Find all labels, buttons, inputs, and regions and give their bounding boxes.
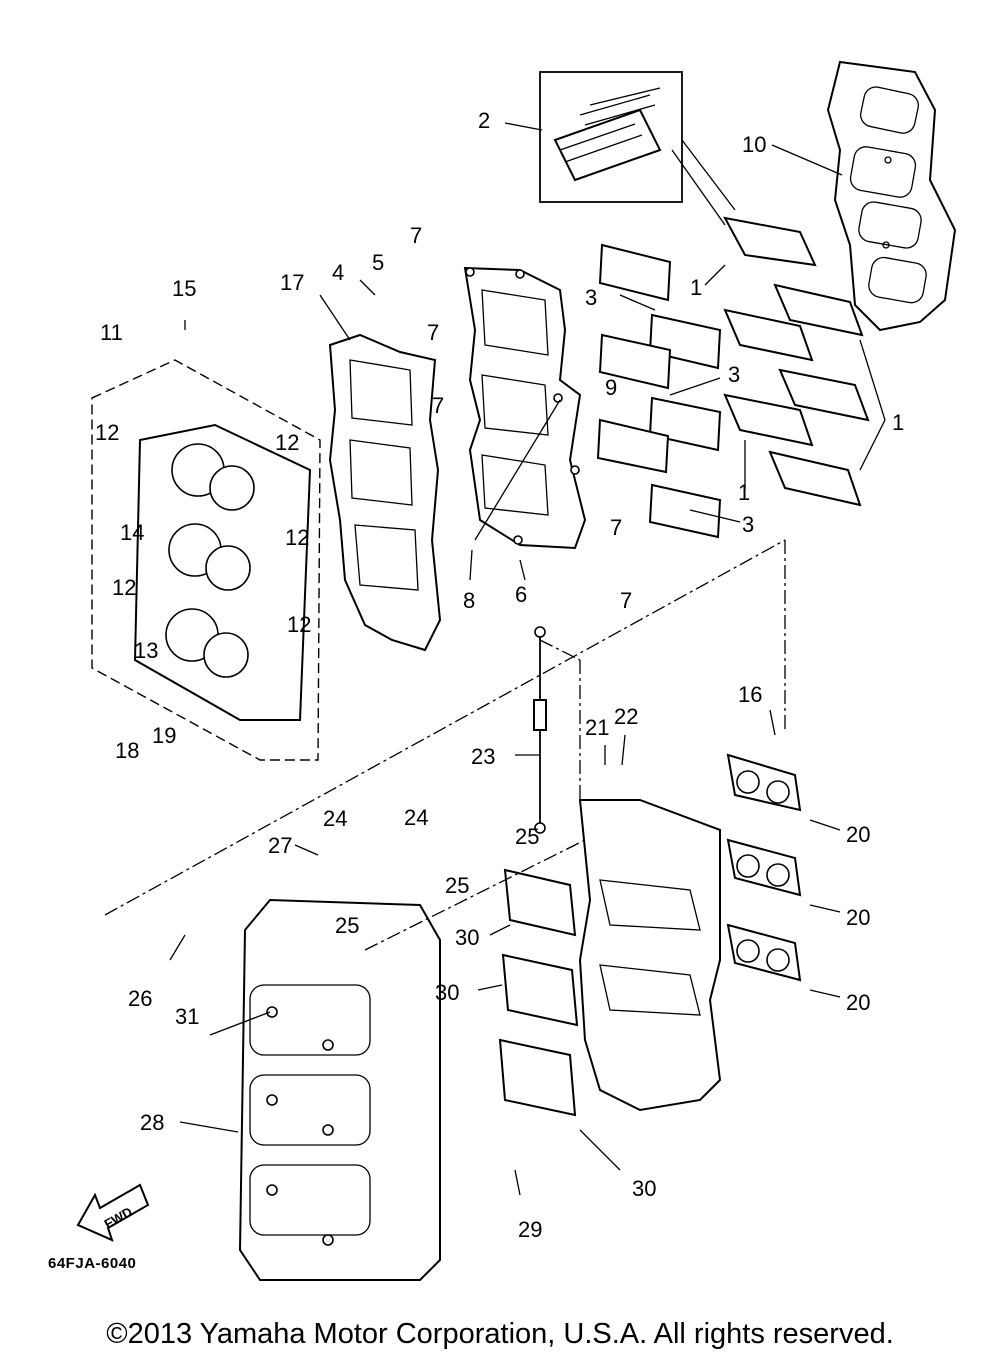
callout-21: 21 [585, 715, 609, 740]
callout-12b: 12 [275, 430, 299, 455]
reed-valve-assemblies [723, 216, 870, 507]
callout-18: 18 [115, 738, 139, 763]
carburetor-assembly [578, 799, 722, 1112]
callout-7e: 7 [620, 588, 632, 613]
callout-30a: 30 [455, 925, 479, 950]
callout-13: 13 [134, 638, 158, 663]
callout-20b: 20 [846, 905, 870, 930]
callout-7b: 7 [427, 320, 439, 345]
callout-27: 27 [268, 833, 292, 858]
callout-20a: 20 [846, 822, 870, 847]
callout-16: 16 [738, 682, 762, 707]
callout-25a: 25 [515, 824, 539, 849]
gaskets-20 [726, 753, 802, 982]
callout-2: 2 [478, 108, 490, 133]
callout-9: 9 [605, 375, 617, 400]
callout-8: 8 [463, 588, 475, 613]
gasket-10 [826, 60, 957, 332]
callout-3c: 3 [742, 512, 754, 537]
callout-26: 26 [128, 986, 152, 1011]
callout-4: 4 [332, 260, 344, 285]
callout-29: 29 [518, 1217, 542, 1242]
callout-19: 19 [152, 723, 176, 748]
callout-5: 5 [372, 250, 384, 275]
reed-stoppers [596, 243, 722, 539]
callout-7c: 7 [432, 393, 444, 418]
gaskets-30 [498, 868, 579, 1117]
callout-24a: 24 [323, 806, 347, 831]
callout-30b: 30 [435, 980, 459, 1005]
callout-1c: 1 [738, 480, 750, 505]
intake-manifold [463, 266, 587, 550]
drawing-code: 64FJA-6040 [48, 1255, 136, 1272]
silencer-cover-28 [238, 898, 441, 1281]
callout-1b: 1 [892, 410, 904, 435]
callout-20c: 20 [846, 990, 870, 1015]
callout-28: 28 [140, 1110, 164, 1135]
gasket-17 [328, 333, 442, 652]
copyright-notice: ©2013 Yamaha Motor Corporation, U.S.A. A… [106, 1318, 894, 1350]
callout-23: 23 [471, 744, 495, 769]
leader-lines [169, 122, 886, 1196]
callout-22: 22 [614, 704, 638, 729]
callout-12c: 12 [285, 525, 309, 550]
callout-31: 31 [175, 1004, 199, 1029]
callout-17: 17 [280, 270, 304, 295]
callout-6: 6 [515, 582, 527, 607]
callout-14: 14 [120, 520, 144, 545]
callout-3b: 3 [728, 362, 740, 387]
callout-1a: 1 [690, 275, 702, 300]
callout-7d: 7 [610, 515, 622, 540]
callout-12a: 12 [95, 420, 119, 445]
callout-10: 10 [742, 132, 766, 157]
callout-12e: 12 [287, 612, 311, 637]
callout-25c: 25 [335, 913, 359, 938]
callout-7a: 7 [410, 223, 422, 248]
alignment-lines [104, 399, 786, 951]
callout-25b: 25 [445, 873, 469, 898]
callout-30c: 30 [632, 1176, 656, 1201]
callout-24b: 24 [404, 805, 428, 830]
reed-valve-inset [539, 71, 736, 226]
link-rod-23 [533, 626, 547, 834]
callout-labels: 2 10 7 4 5 17 15 11 3 1 7 3 9 7 1 12 12 … [48, 108, 904, 1272]
plate-11-group [91, 359, 321, 761]
fwd-arrow: FWD [76, 1183, 150, 1242]
callout-11: 11 [100, 320, 123, 345]
callout-15: 15 [172, 276, 196, 301]
callout-12d: 12 [112, 575, 136, 600]
callout-3a: 3 [585, 285, 597, 310]
